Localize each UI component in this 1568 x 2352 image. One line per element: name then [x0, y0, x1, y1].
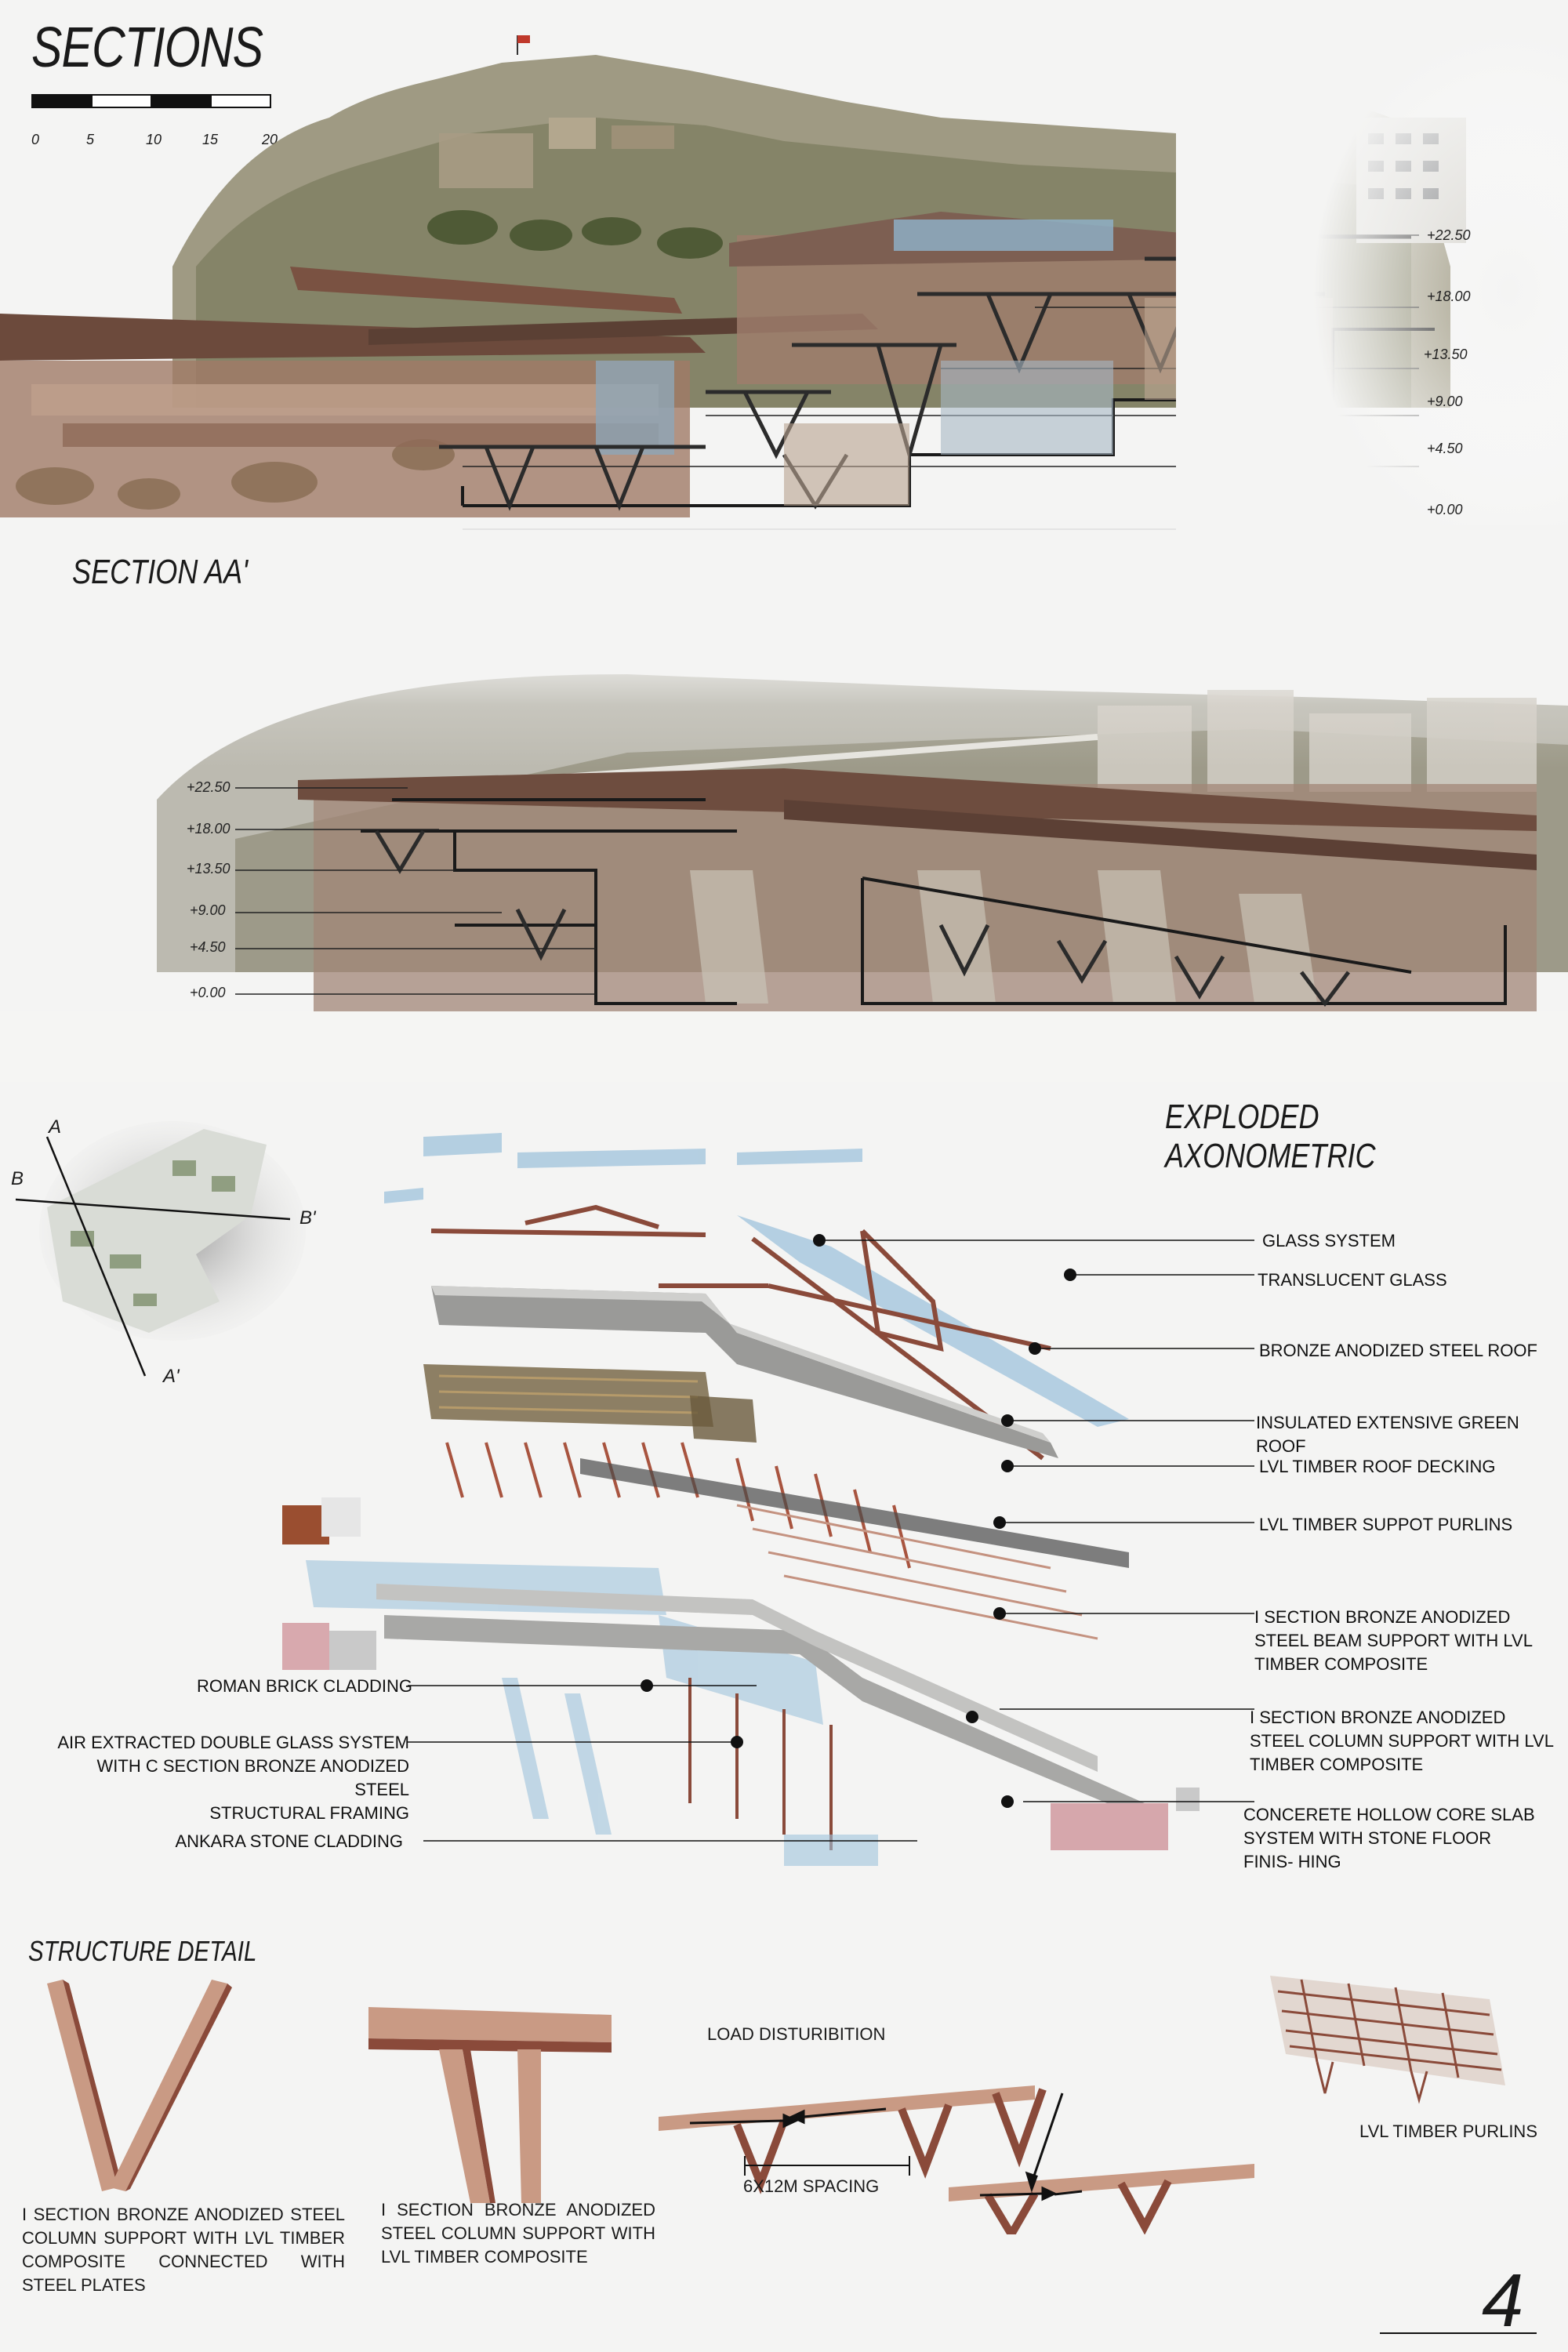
page-number: 4: [1482, 2259, 1524, 2343]
aa-level-4-50: +4.50: [1427, 441, 1463, 456]
exploded-title: EXPLODED AXONOMETRIC: [1165, 1098, 1376, 1175]
aa-level-0-00: +0.00: [1427, 502, 1463, 517]
structure-detail-drawing: [47, 1976, 1505, 2234]
callout-double-glass: AIR EXTRACTED DOUBLE GLASS SYSTEM WITH C…: [57, 1733, 409, 1799]
scale-tick-0: 0: [31, 132, 40, 147]
callout-ankara-stone: ANKARA STONE CLADDING: [175, 1831, 403, 1851]
callout-roof-decking: LVL TIMBER ROOF DECKING: [1259, 1457, 1496, 1476]
bb-level-18-00: +18.00: [187, 821, 230, 837]
page-number-underline: [1380, 2332, 1537, 2334]
dot-translucent-glass: [1064, 1269, 1076, 1281]
detail-2-caption: I SECTION BRONZE ANODIZED STEEL COLUMN S…: [381, 2200, 655, 2267]
dot-purlins: [993, 1516, 1006, 1529]
bb-level-13-50: +13.50: [187, 861, 230, 877]
callout-steel-roof: BRONZE ANODIZED STEEL ROOF: [1259, 1341, 1537, 1360]
callout-column-support: I SECTION BRONZE ANODIZED STEEL COLUMN S…: [1250, 1708, 1554, 1774]
purlins-caption: LVL TIMBER PURLINS: [1359, 2122, 1537, 2141]
spacing-label: 6x12m SPACING: [743, 2176, 880, 2196]
callout-beam-support: I SECTION BRONZE ANODIZED STEEL BEAM SUP…: [1254, 1607, 1533, 1674]
key-label-a-prime: A': [163, 1366, 180, 1387]
dot-double-glass: [731, 1736, 743, 1748]
scale-tick-10: 10: [146, 132, 162, 147]
section-bb-drawing: [0, 643, 1568, 1082]
detail-1-caption: I SECTION BRONZE ANODIZED STEEL COLUMN S…: [22, 2205, 345, 2295]
key-label-b: B: [11, 1168, 24, 1189]
dot-column-support: [966, 1711, 978, 1723]
callout-structural-framing: STRUCTURAL FRAMING: [209, 1803, 409, 1823]
dot-steel-roof: [1029, 1342, 1041, 1355]
scale-tick-15: 15: [202, 132, 219, 147]
dot-hollow-core-slab: [1001, 1795, 1014, 1808]
callout-hollow-core-slab: CONCERETE HOLLOW CORE SLAB SYSTEM WITH S…: [1243, 1805, 1535, 1871]
section-aa-drawing: [0, 31, 1568, 549]
callout-green-roof: INSULATED EXTENSIVE GREEN ROOF: [1256, 1413, 1519, 1456]
callout-roman-brick: ROMAN BRICK CLADDING: [196, 1676, 412, 1696]
bb-level-9-00: +9.00: [190, 902, 226, 918]
section-aa-title: SECTION AA': [72, 553, 249, 591]
page-title: SECTIONS: [31, 16, 263, 79]
scale-tick-20: 20: [262, 132, 278, 147]
dot-roof-decking: [1001, 1460, 1014, 1472]
dot-beam-support: [993, 1607, 1006, 1620]
key-plan-drawing: [16, 1121, 306, 1377]
bb-level-0-00: +0.00: [190, 985, 226, 1000]
exploded-axonometric-drawing: [282, 1133, 1254, 1866]
aa-level-9-00: +9.00: [1427, 394, 1463, 409]
callout-translucent-glass: TRANSLUCENT GLASS: [1258, 1270, 1447, 1290]
callout-glass-system: GLASS SYSTEM: [1262, 1231, 1396, 1250]
aa-level-13-50: +13.50: [1424, 347, 1468, 362]
aa-level-22-50: +22.50: [1427, 227, 1471, 243]
dot-green-roof: [1001, 1414, 1014, 1427]
bb-level-22-50: +22.50: [187, 779, 230, 795]
key-label-b-prime: B': [299, 1207, 316, 1229]
key-label-a: A: [49, 1116, 62, 1138]
dot-glass-system: [813, 1234, 826, 1247]
dot-roman-brick: [641, 1679, 653, 1692]
bb-level-4-50: +4.50: [190, 939, 226, 955]
structure-detail-title: STRUCTURE DETAIL: [28, 1935, 257, 1967]
aa-level-18-00: +18.00: [1427, 289, 1471, 304]
scale-bar: [31, 94, 271, 110]
scale-tick-5: 5: [86, 132, 95, 147]
load-distribution-title: LOAD DISTURIBITION: [707, 2024, 886, 2044]
callout-purlins: LVL TIMBER SUPPOT PURLINS: [1259, 1515, 1513, 1534]
